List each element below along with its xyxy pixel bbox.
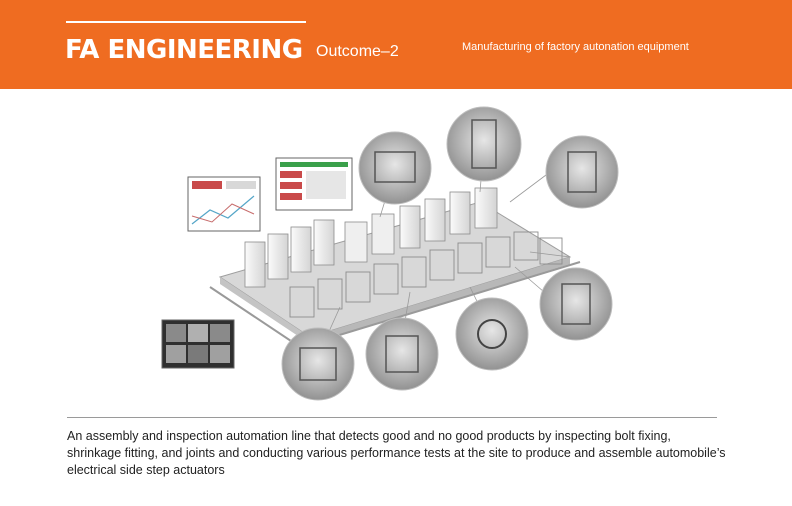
hmi-screen-left <box>187 176 261 232</box>
detail-photo-7 <box>281 327 355 401</box>
detail-photo-5 <box>455 297 529 371</box>
caption-divider <box>67 417 717 418</box>
header-rule <box>66 21 306 23</box>
detail-photo-3 <box>545 135 619 209</box>
detail-photo-1 <box>358 131 432 205</box>
hmi-screen-bottom <box>161 319 235 369</box>
detail-photo-6 <box>365 317 439 391</box>
back-row-machines <box>244 187 498 288</box>
header-banner: FA ENGINEERING Outcome–2 Manufacturing o… <box>0 0 792 89</box>
detail-photo-2 <box>446 106 522 182</box>
outcome-label: Outcome–2 <box>316 43 399 60</box>
header-subtitle: Manufacturing of factory autonation equi… <box>462 41 689 53</box>
brand-title: FA ENGINEERING <box>65 35 303 65</box>
figure-caption: An assembly and inspection automation li… <box>67 429 726 477</box>
hmi-screen-center <box>275 157 353 211</box>
detail-photo-4 <box>539 267 613 341</box>
production-line-illustration <box>161 106 619 401</box>
front-row-stations <box>289 231 563 318</box>
